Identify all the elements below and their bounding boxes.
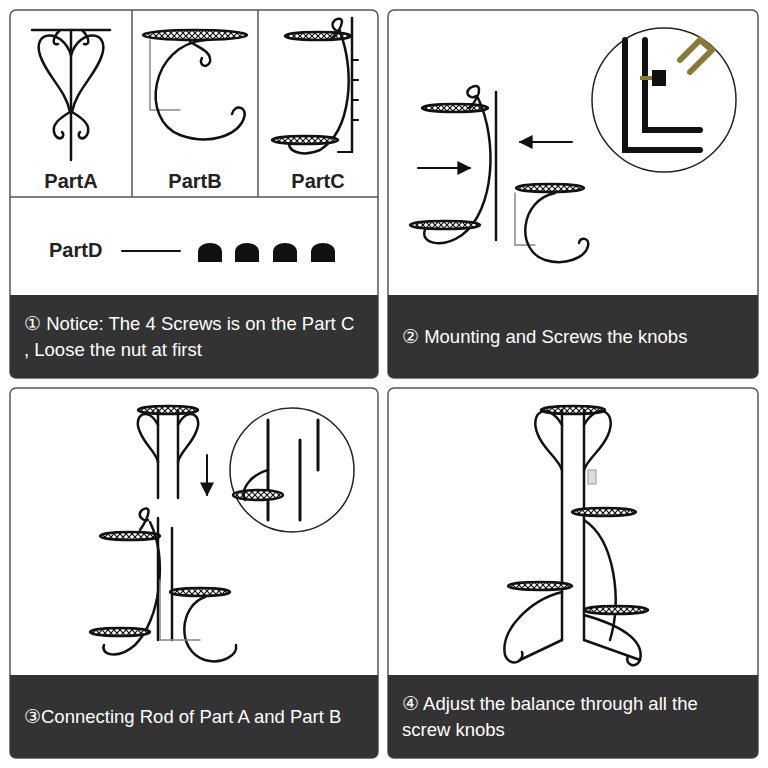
step-text: ① Notice: The 4 Screws is on the Part C … <box>24 311 364 363</box>
step-caption: ① Notice: The 4 Screws is on the Part C … <box>10 295 378 378</box>
part-label-cell: PartC <box>258 10 378 197</box>
step-text: ③Connecting Rod of Part A and Part B <box>24 704 341 730</box>
part-name: PartA <box>42 170 99 193</box>
step-caption: ③Connecting Rod of Part A and Part B <box>10 675 378 758</box>
step-caption: ④ Adjust the balance through all the scr… <box>388 675 758 758</box>
part-label-cell: PartD <box>10 205 120 295</box>
part-name: PartC <box>289 170 346 193</box>
step-caption: ② Mounting and Screws the knobs <box>388 295 758 378</box>
part-name: PartB <box>166 170 223 193</box>
part-name: PartD <box>47 239 104 262</box>
part-label-cell: PartA <box>10 10 132 197</box>
step-text: ② Mounting and Screws the knobs <box>402 324 687 350</box>
part-label-cell: PartB <box>132 10 258 197</box>
step-text: ④ Adjust the balance through all the scr… <box>402 691 744 743</box>
